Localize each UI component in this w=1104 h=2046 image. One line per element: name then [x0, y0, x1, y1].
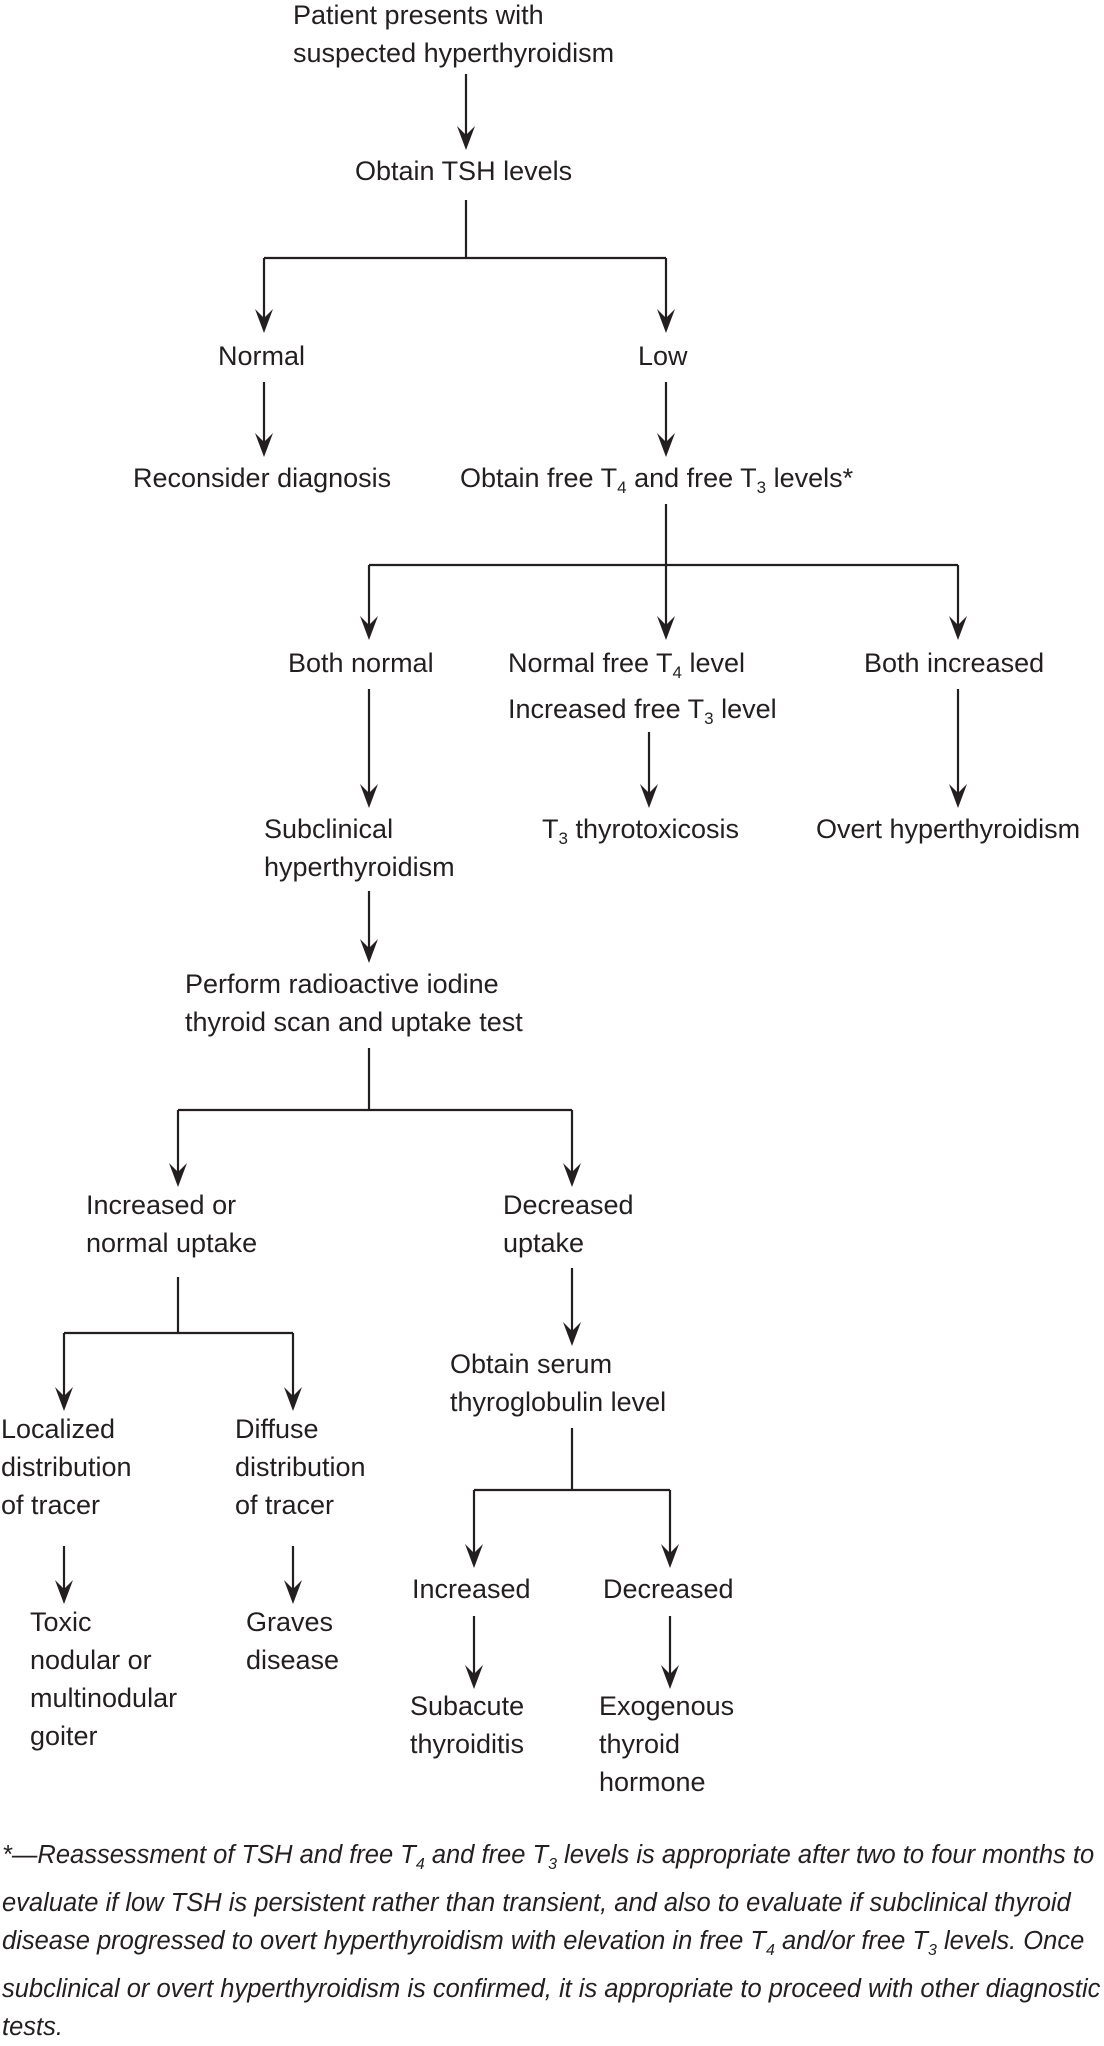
- node-normal: Normal: [218, 341, 305, 371]
- footnote-subscript: 4: [765, 1942, 775, 1960]
- arrowhead: [563, 1163, 581, 1187]
- arrowhead: [657, 309, 675, 333]
- node-both-normal: Both normal: [288, 648, 434, 678]
- footnote-text: and free T: [424, 1841, 549, 1869]
- footnote-text: *—Reassessment of TSH and free T: [2, 1841, 416, 1869]
- connectors: [55, 74, 967, 1689]
- arrowhead: [360, 616, 378, 640]
- arrowhead: [360, 784, 378, 808]
- node-decreased: Decreased: [603, 1574, 734, 1604]
- arrowhead: [657, 616, 675, 640]
- footnote-text: levels. Once subclinical or overt hypert…: [2, 1927, 1101, 2042]
- node-increased: Increased: [412, 1574, 531, 1604]
- node-low: Low: [638, 341, 688, 371]
- arrowhead: [465, 1544, 483, 1568]
- arrowhead: [255, 433, 273, 457]
- arrowhead: [55, 1580, 73, 1604]
- arrowhead: [457, 126, 475, 150]
- footnote: *—Reassessment of TSH and free T4 and fr…: [2, 1836, 1102, 2046]
- arrowhead: [55, 1387, 73, 1411]
- footnote-subscript: 3: [927, 1942, 937, 1960]
- arrowhead: [360, 939, 378, 963]
- node-tsh: Obtain TSH levels: [355, 156, 572, 186]
- node-both-increased: Both increased: [864, 648, 1044, 678]
- arrowhead: [169, 1163, 187, 1187]
- arrowhead: [661, 1665, 679, 1689]
- arrowhead: [284, 1580, 302, 1604]
- arrowhead: [465, 1665, 483, 1689]
- arrowhead: [949, 784, 967, 808]
- arrowhead: [284, 1387, 302, 1411]
- footnote-subscript: 4: [415, 1856, 425, 1874]
- arrowhead: [640, 784, 658, 808]
- footnote-text: and/or free T: [774, 1927, 928, 1956]
- arrowhead: [949, 616, 967, 640]
- arrowhead: [563, 1322, 581, 1346]
- footnote-subscript: 3: [548, 1856, 557, 1874]
- node-t3tox: T3 thyrotoxicosis: [542, 814, 739, 848]
- node-overt: Overt hyperthyroidism: [816, 814, 1080, 844]
- arrowhead: [255, 309, 273, 333]
- node-free-levels: Obtain free T4 and free T3 levels*: [460, 463, 854, 497]
- arrowhead: [657, 433, 675, 457]
- node-reconsider: Reconsider diagnosis: [133, 463, 391, 493]
- arrowhead: [661, 1544, 679, 1568]
- footnote-text: levels is appropriate after two to four …: [2, 1841, 1095, 1956]
